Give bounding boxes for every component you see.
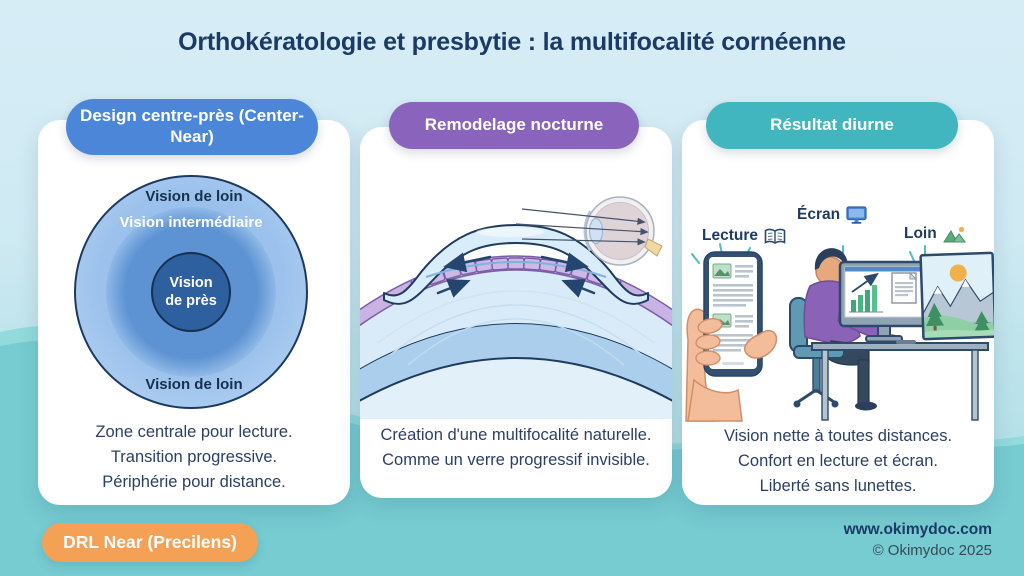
ring-label-distance-bottom: Vision de loin [145,376,243,393]
label-reading: Lecture [702,227,786,245]
mountain-icon [942,226,966,242]
card-daytime-result: Lecture Écran Loin [682,120,994,505]
page-title: Orthokératologie et presbytie : la multi… [178,28,846,56]
daytime-scene-illustration [685,243,994,422]
book-icon [764,228,786,244]
card-caption: Zone centrale pour lecture. Transition p… [95,423,293,492]
person-at-desk [789,248,989,421]
remodeling-arrows [436,252,596,298]
eye-diagram [515,196,663,266]
header-pill-center-near: Design centre-près (Center-Near) [66,99,318,155]
ring-label-intermediate: Vision intermédiaire [119,214,263,231]
light-rays [515,208,649,246]
website-link[interactable]: www.okimydoc.com [843,521,992,538]
label-far: Loin [904,225,966,243]
desktop-monitor [838,260,930,343]
label-screen: Écran [797,206,867,224]
ring-label-distance-top: Vision de loin [145,188,243,205]
ring-near-zone: Vision de près [151,252,231,332]
hand-with-phone [685,251,778,422]
header-pill-night-remodeling: Remodelage nocturne [389,102,639,149]
lens-brand-badge: DRL Near (Precilens) [42,523,258,562]
monitor-icon [846,206,867,224]
copyright-text: © Okimydoc 2025 [872,542,992,559]
landscape-picture [919,251,994,341]
cornea-cross-section [360,270,672,419]
cornea-remodeling-diagram [360,196,672,419]
card-caption: Vision nette à toutes distances. Confort… [723,427,953,496]
header-pill-daytime-result: Résultat diurne [706,102,958,149]
card-caption: Création d'une multifocalité naturelle. … [380,426,652,470]
card-center-near-design: Vision de près Vision de loin Vision int… [38,120,350,505]
site-credit: www.okimydoc.com © Okimydoc 2025 [844,521,992,559]
card-night-remodeling: Création d'une multifocalité naturelle. … [360,127,672,498]
